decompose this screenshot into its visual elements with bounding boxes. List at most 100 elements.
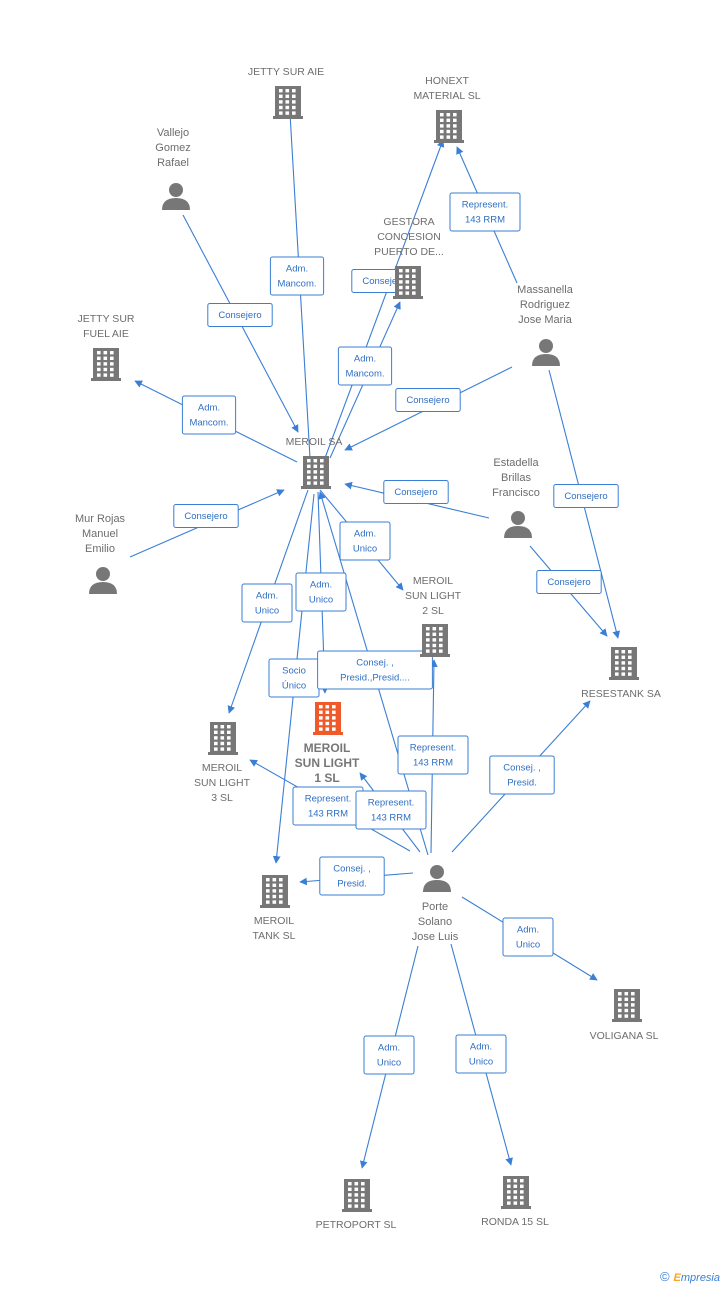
building-icon <box>393 266 423 299</box>
edge-label-text: Mancom. <box>345 369 384 380</box>
edge-label-text: Represent. <box>368 798 414 809</box>
node-label: SUN LIGHT <box>194 777 251 789</box>
edge-label-text: Unico <box>255 606 279 617</box>
node-label: Rodriguez <box>520 299 570 311</box>
edge-label[interactable]: Adm.Unico <box>363 1035 415 1075</box>
person-icon <box>423 865 451 892</box>
edge-label[interactable]: Consejero <box>553 484 619 508</box>
building-icon <box>273 86 303 119</box>
person-icon <box>532 339 560 366</box>
brand-name: mpresia <box>680 1272 720 1284</box>
edge-label-box <box>383 480 449 504</box>
edge-label-text: Único <box>282 681 306 692</box>
node-label: 3 SL <box>211 792 233 804</box>
edge-label-box <box>269 256 325 296</box>
edge-label-text: Adm. <box>310 580 332 591</box>
edge-label[interactable]: Consej. ,Presid.,Presid.... <box>317 650 433 690</box>
edge-label[interactable]: Consej. ,Presid. <box>489 755 555 795</box>
edge-label[interactable]: Adm.Unico <box>502 917 554 957</box>
node-label: PETROPORT SL <box>316 1219 397 1231</box>
edge-label[interactable]: Adm.Unico <box>339 521 391 561</box>
edge-label-text: Consejero <box>394 487 437 498</box>
edge-label[interactable]: Represent. 143 RRM <box>355 790 427 830</box>
node-label: Brillas <box>501 472 531 484</box>
edge-label[interactable]: Consejero <box>395 388 461 412</box>
node-label: Mur Rojas <box>75 513 126 525</box>
node-jetty-sur-aie[interactable]: JETTY SUR AIE <box>248 66 324 119</box>
node-meroil-sa[interactable]: MEROIL SA <box>286 436 343 489</box>
edge-label-text: 143 RRM <box>308 809 348 820</box>
building-icon <box>301 456 331 489</box>
node-label: RONDA 15 SL <box>481 1216 549 1228</box>
edge-label[interactable]: Represent.143 RRM <box>449 192 521 232</box>
node-ronda15[interactable]: RONDA 15 SL <box>481 1176 549 1228</box>
edge-label-text: Adm. <box>470 1042 492 1053</box>
edge-label[interactable]: Represent.143 RRM <box>397 735 469 775</box>
node-voligana[interactable]: VOLIGANA SL <box>590 989 659 1042</box>
edge-label[interactable]: Adm.Mancom. <box>337 346 393 386</box>
building-icon <box>260 875 290 908</box>
edge-label[interactable]: Adm.Mancom. <box>269 256 325 296</box>
building-icon <box>612 989 642 1022</box>
edge-label-box <box>455 1034 507 1074</box>
edge-label[interactable]: Represent.143 RRM <box>292 786 364 826</box>
node-label: FUEL AIE <box>83 328 129 340</box>
node-label: Rafael <box>157 157 189 169</box>
edge-label-text: 143 RRM <box>371 813 411 824</box>
edge-label-text: Consejero <box>547 577 590 588</box>
edge-label-box <box>337 346 393 386</box>
node-petroport[interactable]: PETROPORT SL <box>316 1179 397 1231</box>
edge-label-box <box>173 504 239 528</box>
edge-label-text: Consej. , <box>333 864 371 875</box>
edge-label[interactable]: Adm.Unico <box>455 1034 507 1074</box>
person-icon <box>162 183 190 210</box>
edge-label[interactable]: Consejero <box>536 570 602 594</box>
edge-label-box <box>319 856 385 896</box>
node-label: Solano <box>418 916 452 928</box>
edge-label[interactable]: Consejero <box>383 480 449 504</box>
edge-label-text: Consejero <box>218 310 261 321</box>
edge-label-box <box>553 484 619 508</box>
node-resestank[interactable]: RESESTANK SA <box>581 647 661 700</box>
edge-label-box <box>536 570 602 594</box>
brand-footer[interactable]: ©Empresia <box>660 1269 720 1284</box>
edge-label-text: Adm. <box>286 264 308 275</box>
edge-label-box <box>489 755 555 795</box>
edge-label[interactable]: Consej. , Presid. <box>319 856 385 896</box>
node-label: Emilio <box>85 543 115 555</box>
edge-label[interactable]: Consejero <box>173 504 239 528</box>
building-icon <box>609 647 639 680</box>
edge-label-text: Presid. <box>337 879 367 890</box>
edge-label-box <box>395 388 461 412</box>
edge-label-text: Socio <box>282 666 306 677</box>
node-label: Jose Luis <box>412 931 459 943</box>
building-icon <box>420 624 450 657</box>
edge-label-text: 143 RRM <box>465 215 505 226</box>
brand-initial: E <box>673 1272 681 1284</box>
building-icon <box>91 348 121 381</box>
node-label: MEROIL <box>254 915 294 927</box>
edge-label[interactable]: Adm.Unico <box>241 583 293 623</box>
node-label: GESTORA <box>383 216 434 228</box>
edge-label[interactable]: Consejero <box>207 303 273 327</box>
edge-label[interactable]: Adm.Unico <box>295 572 347 612</box>
node-label: Vallejo <box>157 127 189 139</box>
edge-label-text: Presid. <box>507 778 537 789</box>
edge-label[interactable]: Adm.Mancom. <box>181 395 237 435</box>
edge-label-box <box>339 521 391 561</box>
edge-label-box <box>502 917 554 957</box>
